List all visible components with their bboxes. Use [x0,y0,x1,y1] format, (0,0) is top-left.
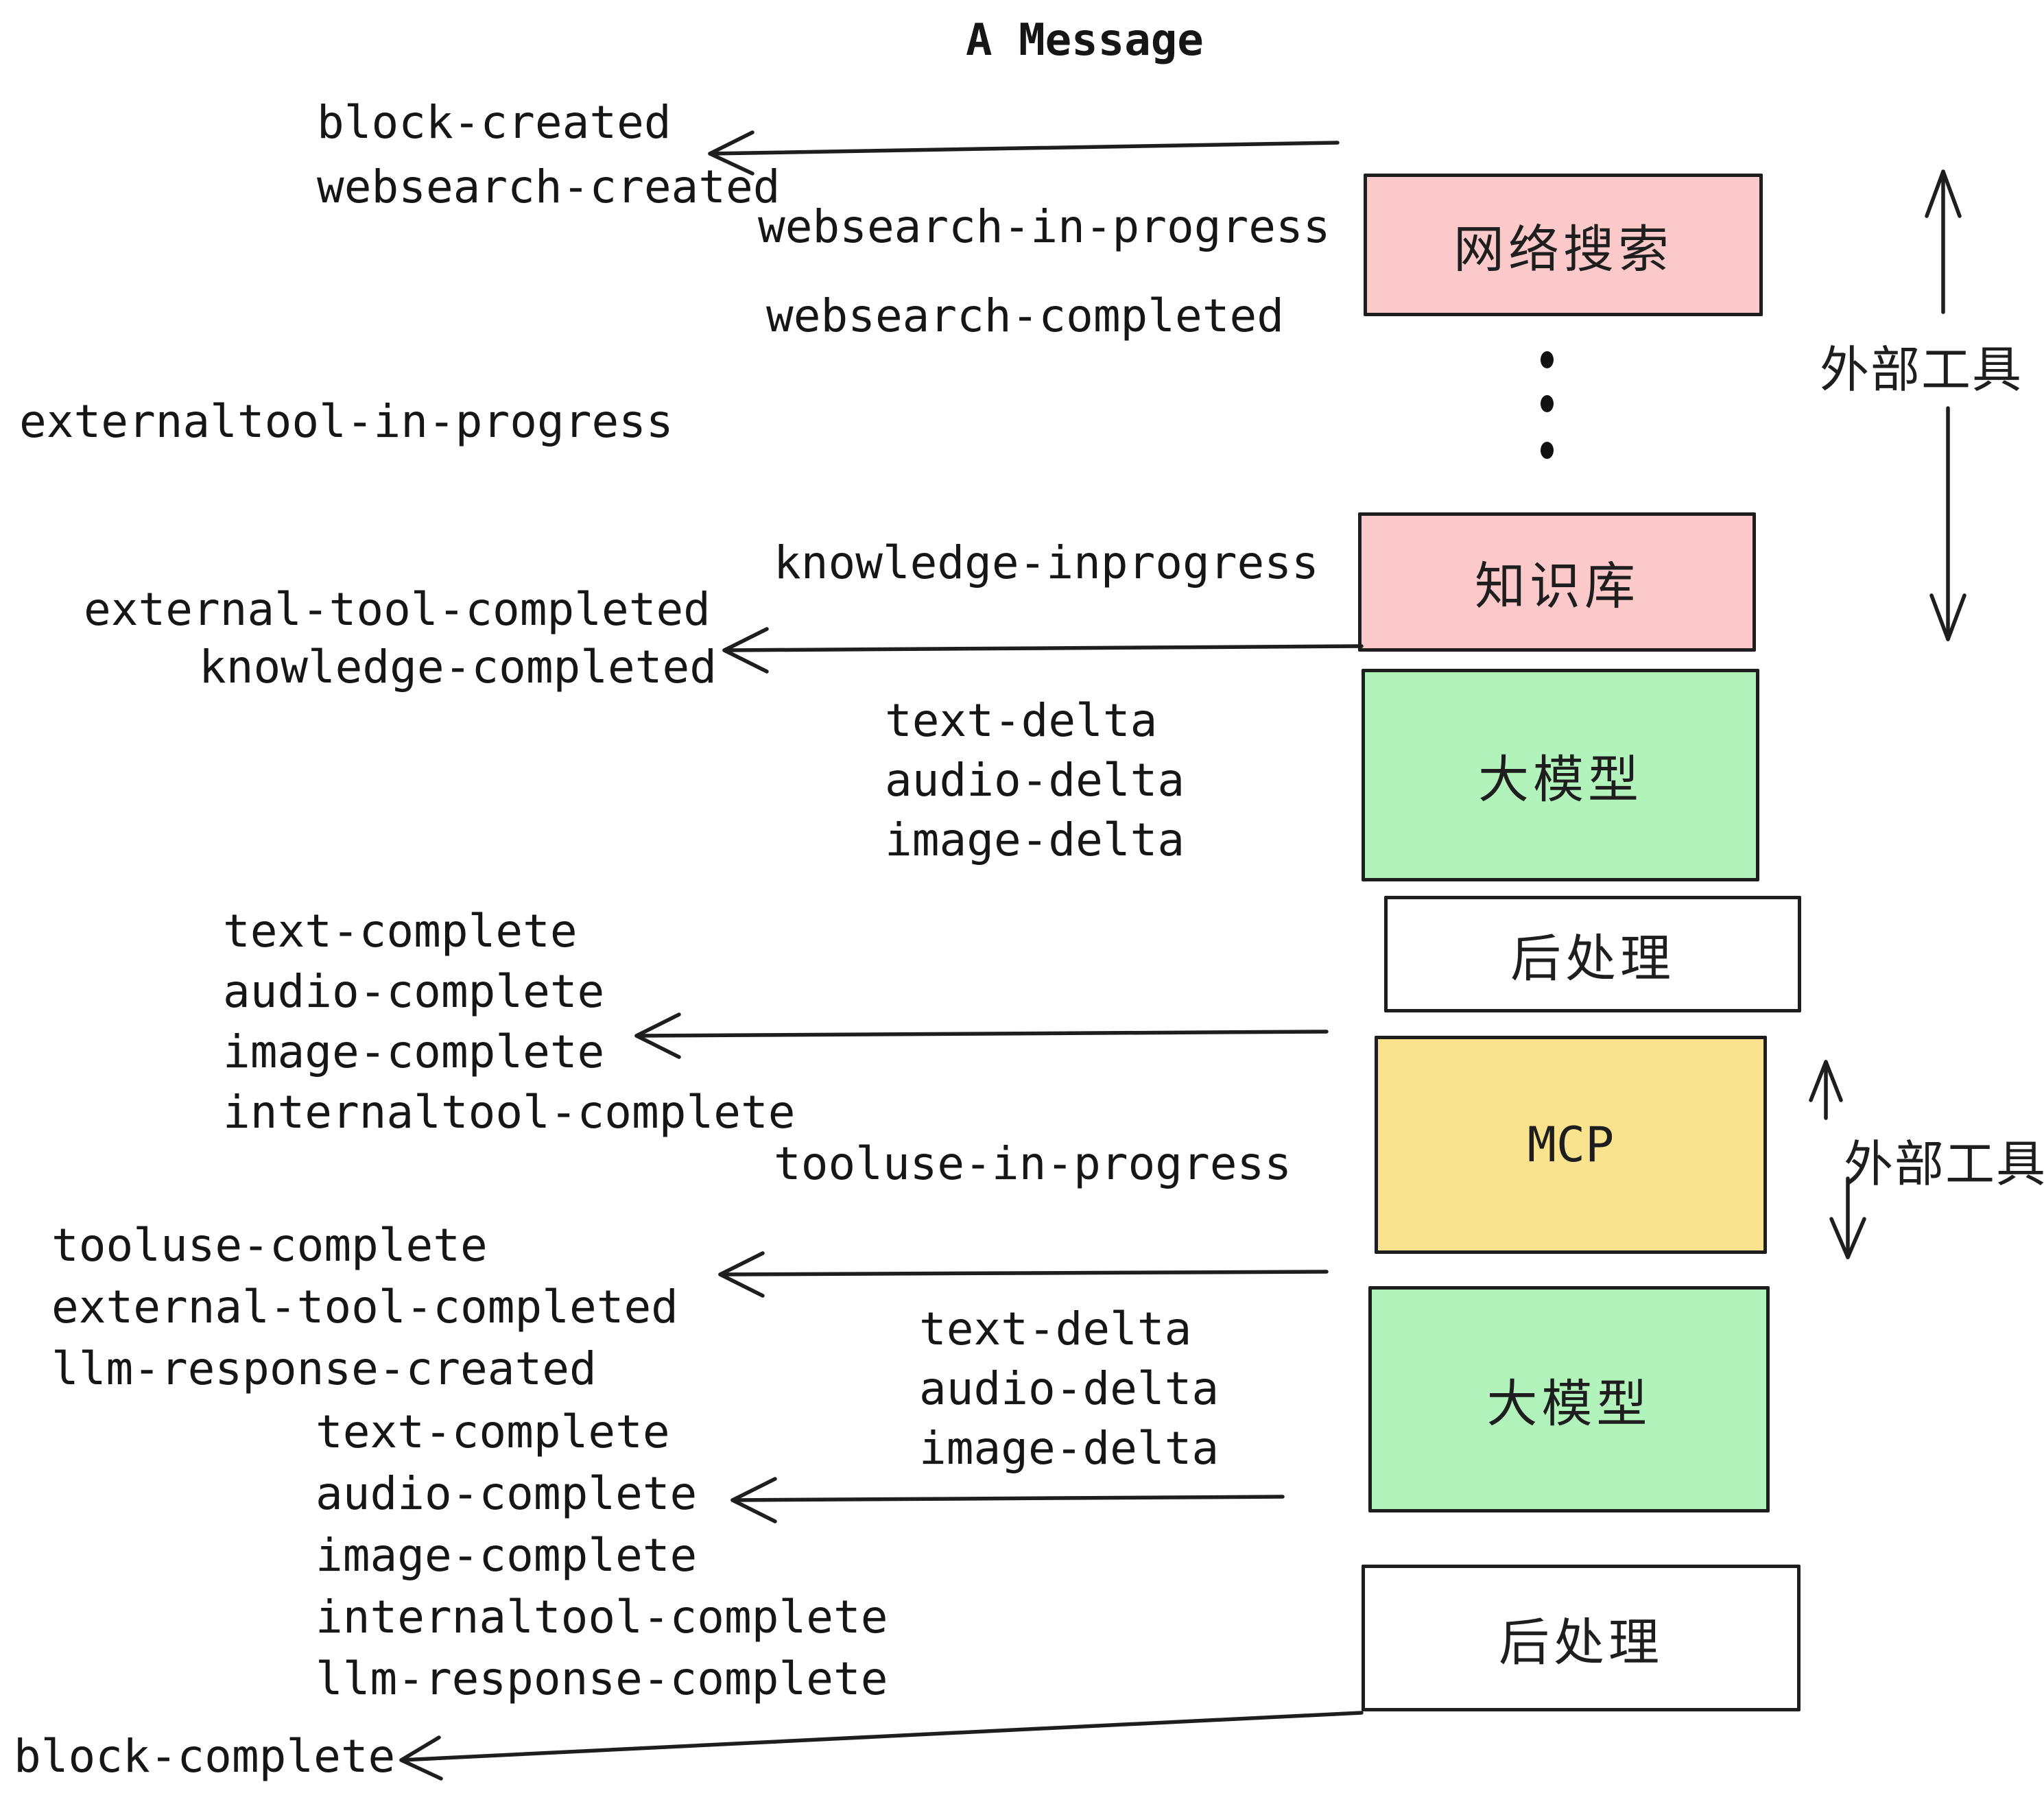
arrow-mcp-complete-shaft [718,1270,1329,1277]
ellipsis-dot [1541,395,1554,412]
event-image-complete-2: image-complete [316,1529,698,1582]
event-text-complete: text-complete [223,905,578,958]
box-llm-2: 大模型 [1368,1286,1770,1512]
event-tooluse-in-progress: tooluse-in-progress [774,1137,1292,1190]
event-image-delta: image-delta [885,814,1185,866]
box-websearch-label: 网络搜索 [1453,219,1673,279]
annotation-top-down-arrow-head [1929,593,1966,641]
arrow-postprocess1-complete-shaft [634,1030,1329,1038]
event-block-complete: block-complete [14,1730,396,1783]
arrow-knowledge-completed-head [722,627,769,674]
arrow-block-complete-shaft [399,1711,1364,1762]
box-postprocess-1: 后处理 [1384,896,1801,1012]
event-text-complete-2: text-complete [316,1405,670,1458]
arrow-websearch-to-created-shaft [708,141,1340,156]
arrow-knowledge-completed-shaft [722,644,1364,652]
event-llm-response-complete: llm-response-complete [316,1652,888,1705]
ellipsis-dot [1541,351,1554,368]
box-mcp: MCP [1375,1036,1767,1254]
event-image-delta-2: image-delta [919,1422,1220,1475]
event-externaltool-in-progress: externaltool-in-progress [19,395,674,448]
event-text-delta: text-delta [885,694,1158,747]
event-internaltool-complete-2: internaltool-complete [316,1591,888,1643]
box-llm-2-label: 大模型 [1486,1374,1652,1434]
event-image-complete: image-complete [223,1025,605,1078]
event-block-created: block-created [317,96,672,149]
event-internaltool-complete: internaltool-complete [223,1086,796,1139]
annotation-external-tools-top: 外部工具 [1820,341,2023,399]
box-knowledge: 知识库 [1358,512,1756,652]
box-postprocess-1-label: 后处理 [1510,929,1675,988]
event-websearch-created: websearch-created [317,161,781,213]
box-knowledge-label: 知识库 [1475,557,1639,616]
box-llm-1-label: 大模型 [1478,750,1643,809]
ellipsis-dot [1541,442,1554,459]
event-websearch-completed: websearch-completed [766,289,1284,342]
arrow-llm2-complete-head [730,1477,777,1523]
arrow-llm2-complete-shaft [730,1495,1285,1502]
event-text-delta-2: text-delta [919,1303,1192,1355]
event-websearch-in-progress: websearch-in-progress [758,200,1331,253]
annotation-top-up-arrow-head [1925,169,1962,218]
arrow-block-complete-head [399,1735,443,1781]
annotation-mid-down-arrow-head [1829,1217,1866,1259]
diagram-title: A Message [966,15,1204,66]
event-knowledge-completed: knowledge-completed [199,641,717,693]
event-tooluse-complete: tooluse-complete [51,1219,488,1272]
event-knowledge-inprogress: knowledge-inprogress [774,536,1319,589]
box-websearch: 网络搜索 [1364,174,1763,316]
event-external-tool-completed: external-tool-completed [84,583,711,636]
arrow-mcp-complete-head [718,1251,765,1298]
box-mcp-label: MCP [1527,1117,1615,1173]
event-audio-complete-2: audio-complete [316,1467,698,1520]
event-audio-delta: audio-delta [885,754,1185,807]
event-audio-delta-2: audio-delta [919,1362,1220,1415]
arrow-postprocess1-complete-head [634,1012,681,1059]
event-audio-complete: audio-complete [223,965,605,1018]
box-postprocess-2-label: 后处理 [1499,1613,1663,1672]
annotation-mid-up-arrow-head [1809,1060,1843,1102]
box-postprocess-2: 后处理 [1362,1565,1801,1711]
event-external-tool-completed-2: external-tool-completed [51,1281,678,1333]
event-llm-response-created: llm-response-created [51,1342,597,1395]
box-llm-1: 大模型 [1362,669,1759,881]
annotation-external-tools-mid: 外部工具 [1844,1135,2044,1193]
